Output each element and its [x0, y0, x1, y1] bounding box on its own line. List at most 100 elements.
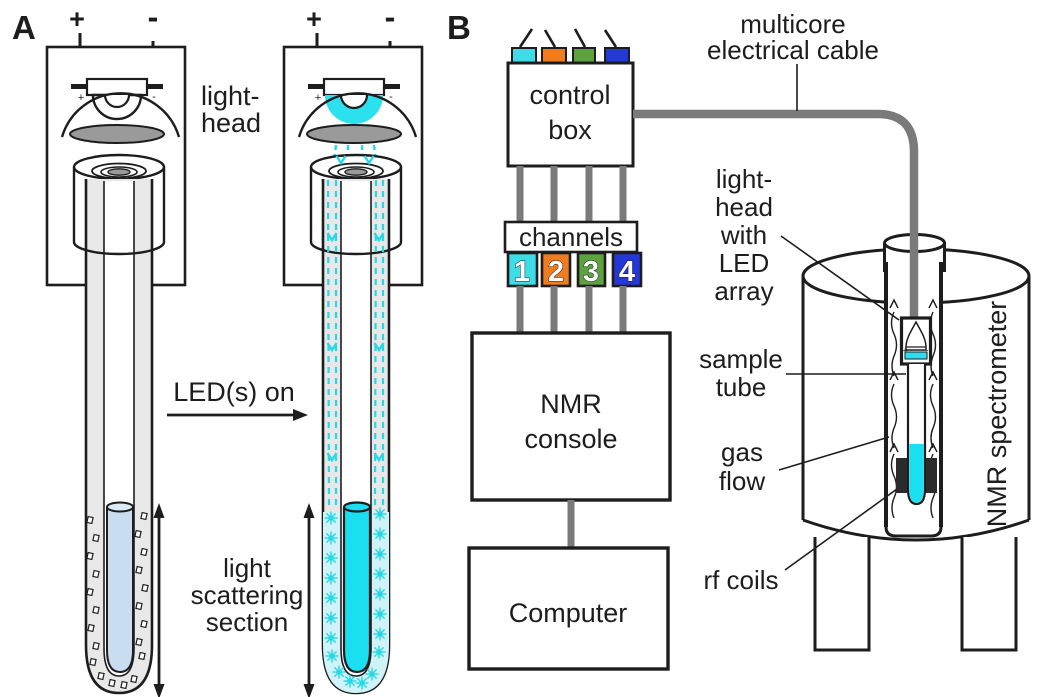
led-dome-inner — [103, 94, 131, 109]
svg-text:electrical cable: electrical cable — [707, 35, 879, 65]
nmr-spectrometer: NMR spectrometer — [801, 233, 1031, 652]
channels-label: channels — [519, 222, 623, 252]
connector-channel-1 — [511, 47, 537, 64]
connector-switch-levers — [518, 28, 618, 48]
control-box-label: control — [529, 80, 610, 110]
led-array-glow — [904, 351, 928, 360]
channel-2-box — [540, 251, 572, 288]
connector-channel-4 — [604, 47, 630, 64]
led-dome-inner — [339, 94, 369, 110]
channel-wires-upper — [516, 166, 627, 222]
apparatus-led-off: + - + - — [45, 0, 187, 697]
scattering-section-arrow-right — [303, 503, 315, 697]
svg-text:flow: flow — [719, 466, 765, 496]
lens — [69, 124, 165, 144]
reflector-arc — [297, 92, 418, 138]
panel-a-label: A — [12, 9, 36, 46]
svg-text:scattering: scattering — [191, 580, 304, 610]
rf-coils-label: rf coils — [703, 488, 898, 595]
led-dome-glowing — [325, 95, 383, 124]
channel-2-number: 2 — [548, 256, 564, 288]
led-minus-mark: - — [152, 91, 156, 103]
channel-4-box — [611, 251, 643, 288]
bore-bottom — [884, 526, 943, 538]
light-head-pointer-line — [780, 235, 900, 321]
plus-terminal-label: + — [306, 4, 322, 34]
panel-a: A + - + - — [12, 0, 424, 697]
multicore-cable — [633, 109, 919, 320]
svg-text:head: head — [201, 108, 261, 138]
magnet-leg-right — [960, 537, 1018, 652]
sample-tube-liquid-off — [106, 507, 134, 674]
led-plus-mark: + — [78, 92, 84, 104]
nmr-console-label: NMR — [540, 389, 602, 419]
sample-tube-label: sample tube — [699, 344, 906, 402]
magnet-bottom-curve — [802, 518, 1030, 542]
led-plus-mark: + — [315, 92, 321, 104]
sample-tube-liquid-on — [342, 507, 372, 674]
led-array-minus: - — [926, 345, 929, 355]
svg-text:array: array — [714, 276, 773, 306]
connector-channel-2 — [541, 47, 567, 64]
control-box — [506, 61, 635, 168]
nmr-console-label: console — [524, 424, 617, 454]
spinner-hole-center — [107, 168, 131, 176]
control-box-group: control box — [506, 28, 635, 168]
rf-coils-pointer-line — [784, 488, 898, 571]
rf-coil-right — [926, 458, 937, 493]
minus-terminal-label: - — [385, 0, 396, 35]
svg-text:multicore: multicore — [740, 9, 845, 39]
spinner-bottom — [309, 241, 403, 256]
spinner-hole-center — [344, 168, 368, 176]
magnet-leg-left — [813, 537, 871, 652]
svg-text:LED: LED — [719, 248, 770, 278]
light-head-label: light- head — [201, 81, 261, 138]
channel-3-number: 3 — [583, 256, 599, 288]
led-minus-mark: - — [389, 91, 393, 103]
led-on-label: LED(s) on — [173, 377, 295, 407]
svg-text:light: light — [223, 553, 271, 583]
gas-flow-pointer-line — [778, 436, 890, 471]
nmr-console-box — [470, 331, 672, 502]
minus-terminal-label: - — [148, 0, 159, 35]
panel-b: B control box chann — [447, 9, 1031, 671]
light-scattering-section-label: light scattering section — [191, 553, 304, 637]
computer-box — [467, 546, 670, 671]
bore-sample-tube — [896, 364, 937, 506]
panel-b-label: B — [447, 9, 471, 46]
lens — [306, 124, 402, 144]
reflector-arc — [60, 92, 181, 138]
svg-text:tube: tube — [716, 372, 767, 402]
control-box-label: box — [548, 115, 592, 145]
channel-1-box — [506, 251, 539, 288]
apparatus-led-on: + - + - — [282, 0, 424, 697]
rf-coil-left — [896, 458, 907, 493]
svg-text:light-: light- — [201, 81, 260, 111]
multicore-label: multicore electrical cable — [707, 9, 879, 111]
led-on-arrow — [167, 409, 308, 421]
bore-light-head: + - — [899, 316, 933, 366]
channel-1-number: 1 — [514, 256, 530, 288]
svg-text:sample: sample — [699, 344, 783, 374]
channel-4-number: 4 — [619, 256, 635, 288]
scattering-section-arrow-left — [153, 503, 165, 697]
connector-channel-3 — [572, 47, 596, 64]
computer-label: Computer — [509, 598, 628, 628]
gas-flow-label: gas flow — [719, 436, 890, 496]
channels-group: channels 1 2 3 4 — [503, 220, 643, 289]
sample-liquid-meniscus — [342, 501, 372, 513]
light-head-led-array-label: light- head with LED array — [714, 164, 900, 321]
spinner-bottom — [72, 241, 166, 256]
sample-liquid — [909, 444, 924, 503]
svg-text:light-: light- — [716, 164, 772, 194]
svg-text:with: with — [720, 220, 767, 250]
channel-wires-lower — [516, 286, 627, 333]
led-array-bulb — [905, 320, 927, 351]
svg-text:section: section — [206, 607, 288, 637]
led-array-plus: + — [902, 346, 907, 356]
svg-text:gas: gas — [721, 437, 763, 467]
svg-text:head: head — [715, 192, 773, 222]
channel-3-box — [576, 251, 607, 288]
plus-terminal-label: + — [69, 4, 85, 34]
